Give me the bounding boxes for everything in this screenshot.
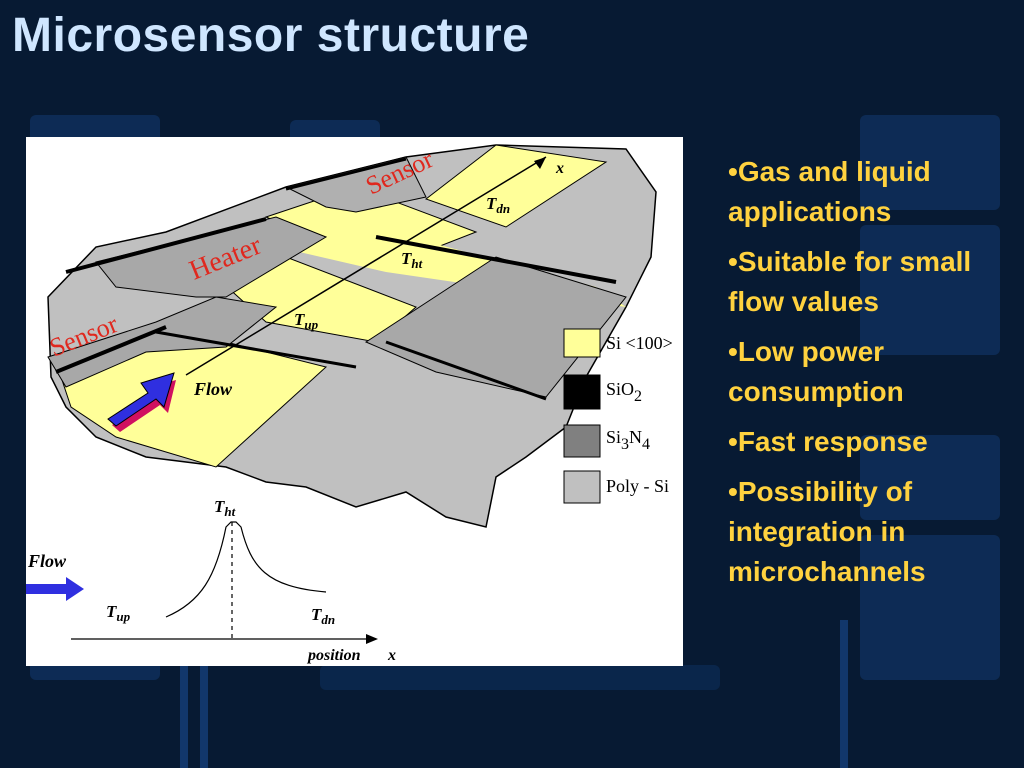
legend-si: Si <100> — [606, 333, 673, 353]
bullet-item: •Gas and liquid applications — [728, 156, 931, 227]
profile-t-up: Tup — [106, 602, 131, 624]
x-axis-label: x — [555, 160, 564, 177]
profile-t-ht: Tht — [214, 497, 236, 519]
sensor-down-region — [424, 144, 608, 228]
legend: Si <100> SiO2 Si3N4 Poly - Si — [563, 328, 673, 504]
legend-si3n4: Si3N4 — [606, 427, 650, 453]
slide-title: Microsensor structure — [12, 9, 530, 62]
bullet-list: •Gas and liquid applications •Suitable f… — [728, 152, 1024, 602]
bullet-item: •Suitable for small flow values — [728, 246, 972, 317]
bullet-item: •Low power consumption — [728, 336, 904, 407]
profile-t-dn: Tdn — [311, 605, 335, 627]
flow-label: Flow — [193, 379, 233, 399]
bullet-item: •Possibility of integration in microchan… — [728, 476, 926, 587]
t-up-label: Tup — [294, 310, 319, 332]
bridge-heater — [95, 216, 328, 298]
bullet-item: •Fast response — [728, 426, 928, 457]
x-axis-arrow — [185, 156, 547, 376]
bridge-lower — [47, 296, 278, 388]
bridge-top — [284, 156, 427, 213]
temperature-profile: Tht Tup Tdn position x Flow — [26, 497, 396, 664]
profile-position-label: position — [306, 647, 361, 664]
profile-flow-arrow-icon — [26, 577, 84, 601]
t-dn-label: Tdn — [486, 194, 510, 216]
legend-poly-si: Poly - Si — [606, 476, 669, 496]
microsensor-diagram: x Sensor Heater Sensor Tdn Tht Tup Flow … — [26, 144, 673, 664]
legend-sio2: SiO2 — [606, 379, 642, 405]
flow-arrow-icon — [107, 372, 175, 427]
t-ht-label: Tht — [401, 249, 423, 271]
profile-x-label: x — [387, 647, 396, 664]
microsensor-figure: x Sensor Heater Sensor Tdn Tht Tup Flow … — [26, 137, 683, 666]
profile-flow-label: Flow — [27, 551, 67, 571]
